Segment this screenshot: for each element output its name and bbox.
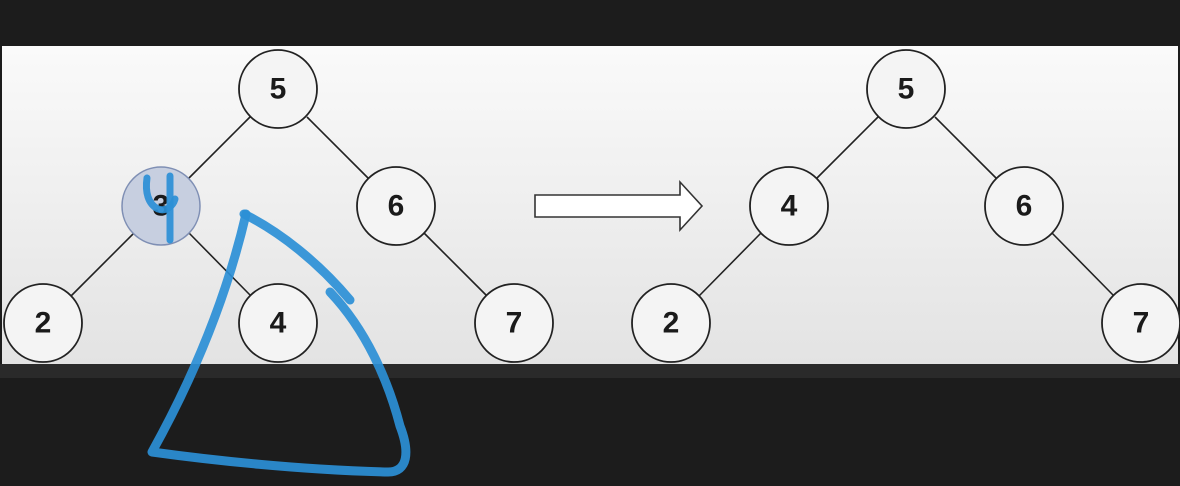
- edge-6-7: [423, 232, 488, 297]
- tree-after: 5 4 6 2 7: [631, 49, 1180, 363]
- slide-bottom-shadow: [0, 364, 1180, 378]
- node-label: 2: [35, 307, 52, 340]
- tree-before: 5 3 6 2 4 7: [3, 49, 554, 363]
- node-label: 5: [270, 73, 287, 106]
- tree-node: 7: [1101, 283, 1180, 363]
- ink-triangle-stroke: [147, 209, 411, 477]
- edge-5-4: [816, 116, 879, 179]
- ink-annotations: [142, 172, 411, 477]
- edge-3-2: [70, 232, 135, 297]
- tree-node: 5: [866, 49, 946, 129]
- edge-6-7: [1051, 232, 1115, 297]
- tree-node: 4: [749, 166, 829, 246]
- node-label: 4: [270, 307, 287, 340]
- node-label: 7: [1133, 307, 1150, 340]
- node-label: 3: [153, 190, 170, 223]
- tree-node: 7: [474, 283, 554, 363]
- node-label: 6: [388, 190, 405, 223]
- ink-triangle-stroke: [239, 209, 355, 305]
- node-label: 7: [506, 307, 523, 340]
- transform-arrow-icon: [534, 179, 704, 233]
- edge-5-6: [306, 116, 369, 179]
- edge-5-3: [188, 116, 251, 179]
- tree-node: 4: [238, 283, 318, 363]
- node-label: 4: [781, 190, 798, 223]
- tree-node: 6: [984, 166, 1064, 246]
- edge-4-2: [698, 232, 762, 297]
- node-label: 2: [663, 307, 680, 340]
- edge-5-6: [934, 116, 997, 179]
- tree-node-highlighted: 3: [121, 166, 201, 246]
- tree-node: 5: [238, 49, 318, 129]
- tree-node: 2: [631, 283, 711, 363]
- node-label: 6: [1016, 190, 1033, 223]
- tree-node: 6: [356, 166, 436, 246]
- edge-3-4: [188, 232, 252, 297]
- node-label: 5: [898, 73, 915, 106]
- tree-node: 2: [3, 283, 83, 363]
